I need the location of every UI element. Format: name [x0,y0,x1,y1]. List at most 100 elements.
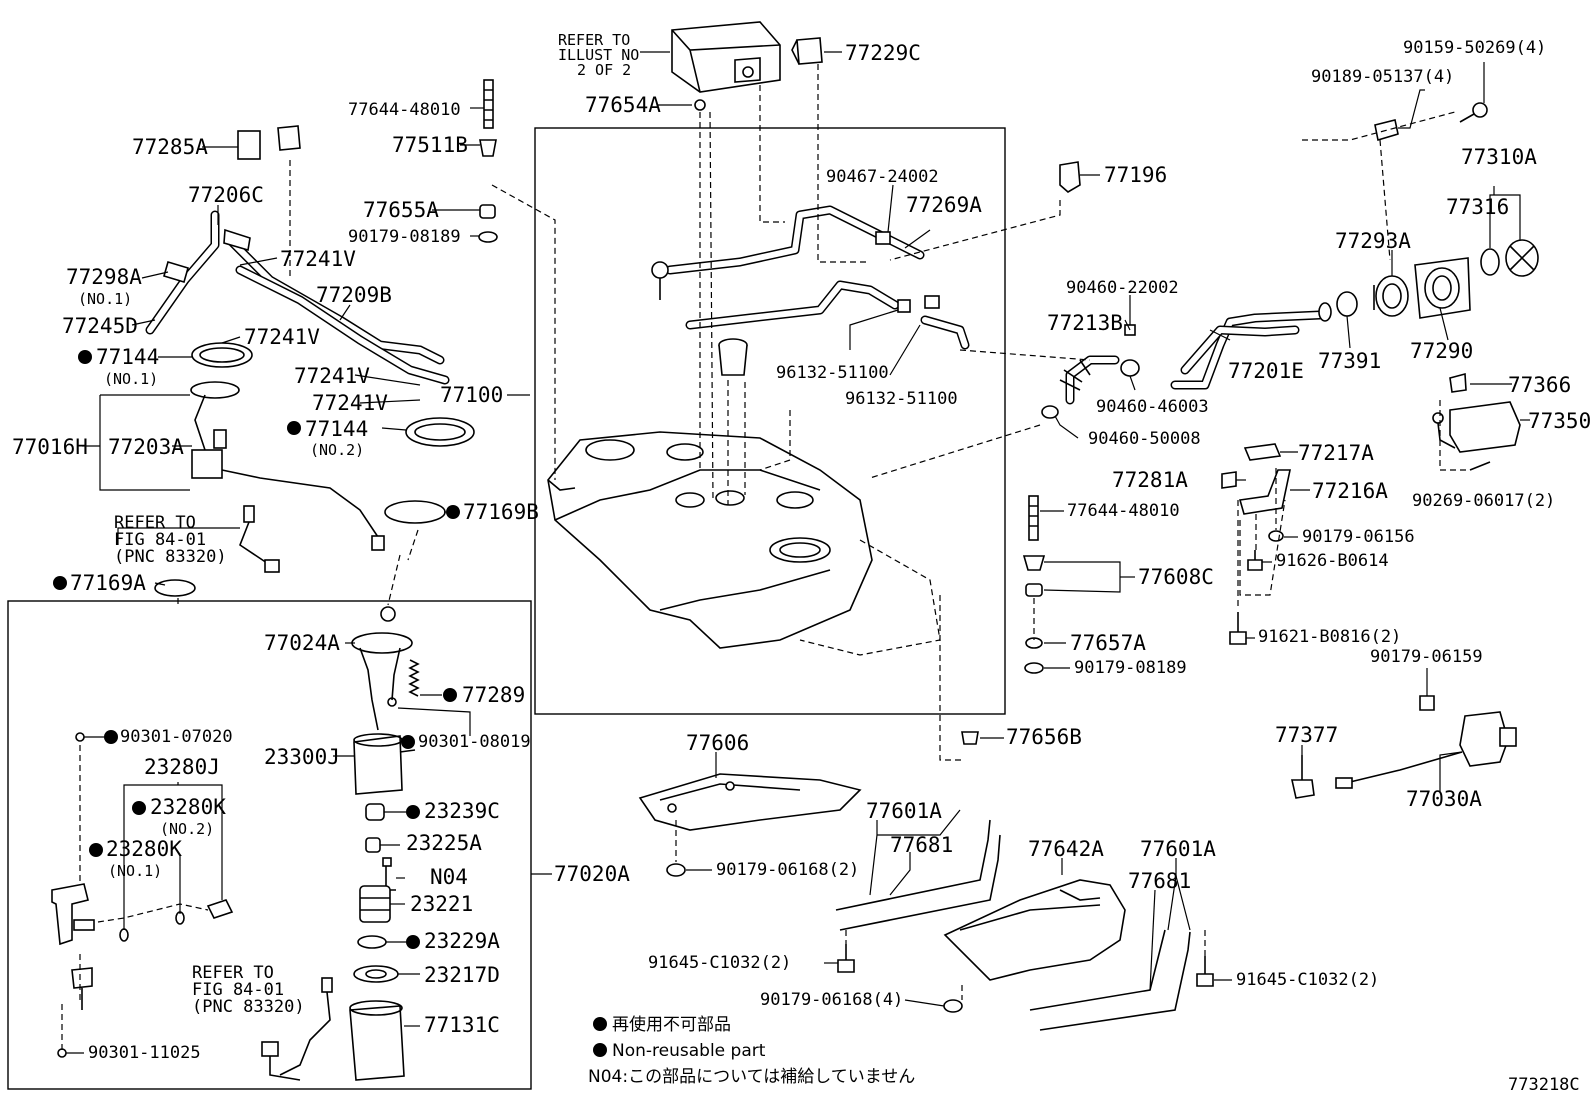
label-23217D: 23217D [424,963,500,987]
screw-90269-06017 [1469,461,1491,471]
leader-lines [66,51,1530,1054]
cap-77654A [694,99,706,111]
label-77656B: 77656B [1006,725,1082,749]
grommet-77293A [1373,275,1409,317]
assembly-dashed-lines [61,64,1470,1050]
label-77217A: 77217A [1298,441,1374,465]
label-23280K-b: 23280K [106,837,182,861]
cushion-23225A [365,837,381,853]
pump-group-frame [7,600,532,1090]
label-91645-C1032-b: 91645-C1032(2) [1236,970,1379,990]
screw-90159-50269 [1459,102,1488,123]
grommet-77511B [479,139,497,157]
pump-module-77030A [1335,711,1517,789]
label-90179-06168-4: 90179-06168(4) [760,990,903,1010]
clamp-90460-46003 [1120,359,1140,377]
label-77020A: 77020A [554,862,630,886]
legend: 再使用不可部品 Non-reusable part N04:この部品については補… [588,1014,915,1087]
nut-90179-08189-mid [1024,662,1044,674]
legend-en: Non-reusable part [612,1041,766,1061]
label-77030A: 77030A [1406,787,1482,811]
label-refer-fig-b-2: FIG 84-01 [192,980,284,1000]
fuel-tube-assembly [145,210,450,385]
label-77229C: 77229C [845,41,921,65]
label-refer-fig-a-3: (PNC 83320) [114,547,227,567]
label-77681-a: 77681 [890,833,953,857]
nut-90179-06156 [1268,530,1284,542]
label-77169A: 77169A [70,571,146,595]
fuel-pump-23221 [359,885,391,923]
label-no2-a: (NO.2) [310,441,364,459]
label-90460-22002: 90460-22002 [1066,278,1179,298]
label-90179-06159: 90179-06159 [1370,647,1483,667]
label-77608C: 77608C [1138,565,1214,589]
label-77201E: 77201E [1228,359,1304,383]
label-90269-06017: 90269-06017(2) [1412,491,1555,511]
label-no1-b: (NO.1) [104,370,158,388]
label-23280K-a: 23280K [150,795,226,819]
protector-77642A [943,879,1126,981]
plug-23280K [206,899,234,919]
clamp-77285A [277,125,301,151]
gasket-77391 [1336,291,1358,317]
label-77100: 77100 [440,383,503,407]
pressure-regulator-23280J [51,883,95,1010]
label-77642A: 77642A [1028,837,1104,861]
label-77016H: 77016H [12,435,88,459]
label-90179-06168-2: 90179-06168(2) [716,860,859,880]
valve-77644-48010-mid [1028,495,1039,541]
nut-90179-06168-4 [943,999,963,1013]
label-77350: 77350 [1528,409,1591,433]
sender-gauge-77016H [190,381,385,551]
label-77366: 77366 [1508,373,1571,397]
label-refer-illust-1: REFER TO [558,31,630,49]
label-77269A: 77269A [906,193,982,217]
label-90159-50269: 90159-50269(4) [1403,38,1546,58]
label-23229A: 23229A [424,929,500,953]
label-90460-50008: 90460-50008 [1088,429,1201,449]
grommet-77608C-bot [1025,583,1043,597]
label-77606: 77606 [686,731,749,755]
label-90189-05137: 90189-05137(4) [1311,67,1454,87]
label-91626-B0614: 91626-B0614 [1276,551,1389,571]
label-90301-07020: 90301-07020 [120,727,233,747]
pump-cup-77131C [349,1000,405,1081]
breather-hose [685,280,970,350]
fuel-tank-77100 [547,431,873,649]
label-90301-11025: 90301-11025 [88,1043,201,1063]
bolt-91626-B0614 [1247,550,1263,571]
label-23300J: 23300J [264,745,340,769]
bracket-77217A [1243,443,1282,461]
label-90179-08189-mid: 90179-08189 [1074,658,1187,678]
label-77241V-a: 77241V [280,247,356,271]
retainer-ring-77144-no1 [191,342,253,368]
connector-wire-b [261,977,333,1081]
band-77601A-b [1029,929,1191,1031]
label-N04: N04 [430,865,468,889]
label-77206C: 77206C [188,183,264,207]
label-91645-C1032-a: 91645-C1032(2) [648,953,791,973]
label-refer-fig-b-1: REFER TO [192,963,274,983]
label-refer-fig-a-1: REFER TO [114,513,196,533]
filler-box-77290 [1414,257,1471,319]
label-77245D: 77245D [62,314,138,338]
tank-group-frame [534,127,1006,715]
oring-90301-07020 [75,732,85,742]
filter-23217D [353,965,399,983]
clip-77229C [791,37,823,65]
label-refer-fig-a-2: FIG 84-01 [114,530,206,550]
ring-23229A [357,935,387,949]
label-77241V-b: 77241V [244,325,320,349]
label-77644-48010-top: 77644-48010 [348,100,461,120]
fuel-lid-77350 [1432,401,1521,453]
grommet-77608C-top [1022,555,1046,571]
bolt-91645-C1032-a [837,944,855,973]
vapor-hose-77269A [651,205,925,300]
oring-90301-08019 [387,697,397,707]
label-77310A: 77310A [1461,145,1537,169]
label-77203A: 77203A [108,435,184,459]
protector-77606 [638,773,862,831]
nut-90179-08189-top [478,231,498,243]
label-77285A: 77285A [132,135,208,159]
label-77216A: 77216A [1312,479,1388,503]
